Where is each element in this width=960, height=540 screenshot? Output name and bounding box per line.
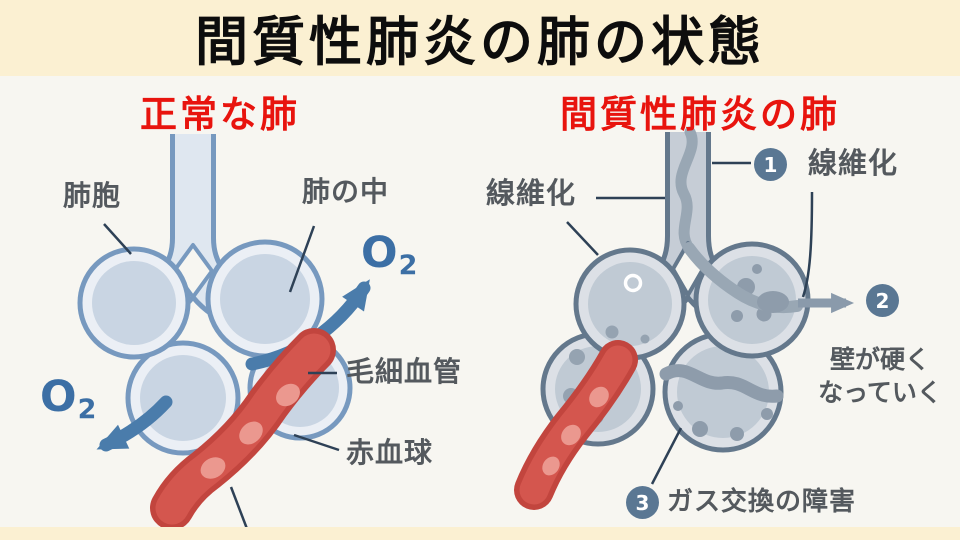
label-alveolus: 肺胞 [63,179,122,212]
o2-letter: O [40,372,77,422]
label-wall-hardening: 壁が硬く なっていく [812,343,948,409]
badge-3: 3 [626,486,659,519]
label-inside-lung: 肺の中 [302,175,390,208]
capillary-right-icon [514,340,638,510]
o2-subscript: 2 [398,250,418,281]
o2-letter: O [361,228,398,278]
badge-2-number: 2 [875,288,890,313]
badge-3-number: 3 [635,490,650,515]
o2-subscript: 2 [77,394,97,425]
label-fibrosis-left: 線維化 [486,176,577,210]
pointer-lines-left [103,223,340,535]
label-wall-hardening-line2: なっていく [818,378,942,407]
title-banner: 間質性肺炎の肺の状態 [0,0,960,76]
label-red-blood-cell: 赤血球 [346,436,434,469]
label-o2-out: O2 [361,228,418,281]
label-wall-hardening-line1: 壁が硬く [829,345,930,374]
right-lung-diagram [514,116,855,510]
heading-diseased-lung: 間質性肺炎の肺 [560,93,840,136]
label-capillary: 毛細血管 [346,355,463,388]
badge-2: 2 [866,284,899,317]
heading-normal-lung: 正常な肺 [140,93,300,136]
page-title: 間質性肺炎の肺の状態 [195,12,765,73]
label-fibrosis-right: 線維化 [808,146,899,180]
bottom-banner [0,527,960,540]
badge-1-number: 1 [763,152,778,177]
alveoli-left-icon [77,239,353,456]
pointer-lines-right [566,161,814,485]
left-lung-diagram [77,118,371,535]
capillary-left-icon [150,328,336,530]
label-gas-exchange: ガス交換の障害 [667,487,857,517]
badge-1: 1 [754,148,787,181]
label-o2-in: O2 [40,372,97,425]
